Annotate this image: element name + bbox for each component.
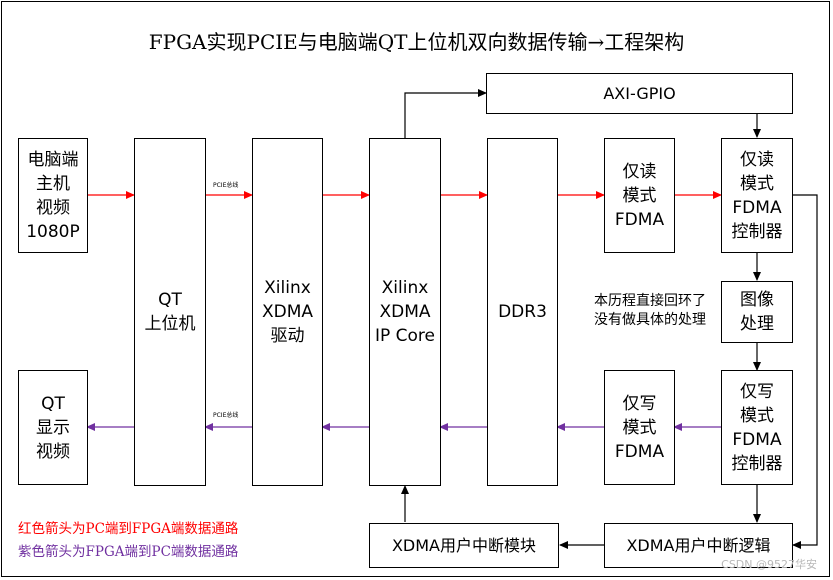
legend-purple: 紫色箭头为FPGA端到PC端数据通路	[18, 544, 239, 560]
watermark: CSDN @9527华安	[721, 558, 817, 571]
pcie-bus-label-bottom: PCIE总线	[213, 412, 239, 419]
ddr3-box: DDR3	[487, 138, 558, 486]
xilinx-xdma-driver-box: Xilinx XDMA 驱动	[252, 138, 323, 486]
write-only-fdma-box: 仅写 模式 FDMA	[604, 370, 675, 485]
write-only-fdma-controller-box: 仅写 模式 FDMA 控制器	[721, 370, 793, 485]
pc-video-box: 电脑端 主机 视频 1080P	[18, 138, 88, 253]
read-only-fdma-box: 仅读 模式 FDMA	[604, 138, 675, 253]
read-only-fdma-controller-box: 仅读 模式 FDMA 控制器	[721, 138, 793, 253]
qt-app-box: QT 上位机	[134, 138, 206, 486]
loop-note: 本历程直接回环了 没有做具体的处理	[594, 293, 706, 328]
arrow-ip-to-axi-gpio	[404, 89, 487, 138]
xdma-ip-core-box: Xilinx XDMA IP Core	[369, 138, 441, 486]
axi-gpio-box: AXI-GPIO	[486, 73, 793, 114]
diagram-title: FPGA实现PCIE与电脑端QT上位机双向数据传输→工程架构	[148, 30, 685, 54]
image-processing-box: 图像 处理	[721, 281, 793, 343]
legend-red: 红色箭头为PC端到FPGA端数据通路	[18, 521, 239, 537]
qt-display-box: QT 显示 视频	[18, 370, 88, 485]
xdma-user-interrupt-module-box: XDMA用户中断模块	[369, 523, 559, 568]
arrow-ro-ctrl-to-irq-logic	[792, 194, 818, 549]
pcie-bus-label-top: PCIE总线	[213, 182, 239, 189]
xdma-user-interrupt-logic-box: XDMA用户中断逻辑	[604, 523, 793, 568]
